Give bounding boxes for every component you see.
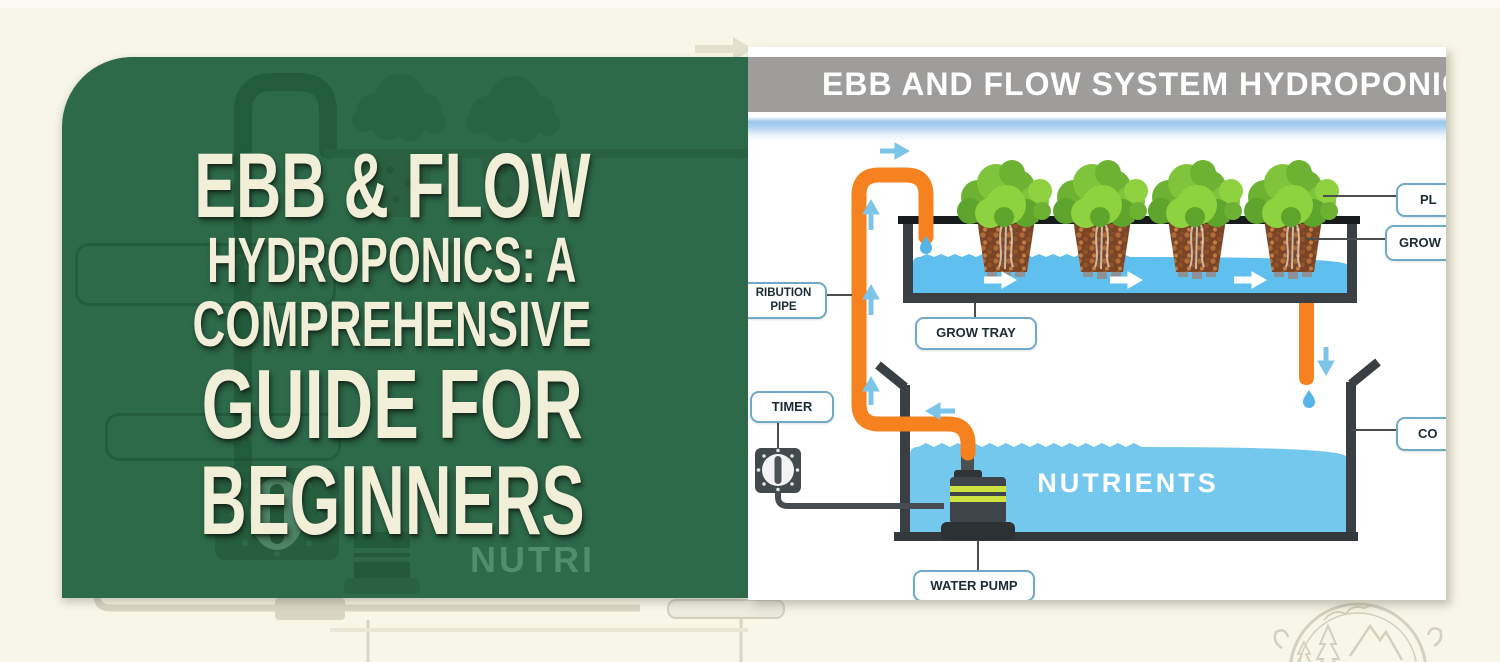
timer-cable [775, 493, 944, 509]
ghost-pipe [234, 73, 337, 556]
ghost-water-pump [344, 532, 420, 594]
hero-title: EBB & FLOW HYDROPONICS: A COMPREHENSIVE … [62, 135, 722, 555]
ghost-timer-dial [215, 468, 339, 560]
reservoir-water [910, 443, 1346, 532]
panel-ghost-artwork [215, 73, 748, 594]
ghost-timer-text: TIMER [190, 425, 256, 449]
water-pump-label-text: WATER PUMP [930, 577, 1018, 593]
plant [957, 160, 1052, 228]
tray-flow-arrows [984, 271, 1268, 289]
ghost-arrow-icon [695, 37, 753, 61]
plant [1244, 160, 1339, 228]
nutrients-label-text: NUTRIENTS [1037, 468, 1219, 498]
nutrients-text: NUTRIENTS [910, 468, 1346, 499]
ghost-distribution-text: DISTRIBUTION [130, 250, 281, 274]
pipe-label-text: PIPE [770, 300, 797, 313]
plant [1148, 160, 1243, 228]
title-line-5: BEGINNERS [199, 445, 585, 555]
grow-media-label-text: GROW [1399, 234, 1441, 250]
diagram-title: EBB AND FLOW SYSTEM HYDROPONIC [822, 66, 1446, 102]
ghost-plant [466, 76, 560, 143]
watermark-logo-icon [1273, 602, 1443, 662]
title-line-2: HYDROPONICS: A [207, 224, 577, 296]
grow-tray-label-text: GROW TRAY [936, 325, 1016, 341]
plant-label: PL [1396, 183, 1446, 217]
timer-label: TIMER [750, 391, 834, 423]
ghost-nutrients-partial: NUTRI [470, 539, 595, 580]
ghost-flow-arrow-icon [517, 239, 570, 261]
title-line-1: EBB & FLOW [193, 135, 591, 237]
distribution-pipe-label: RIBUTION PIPE [748, 282, 827, 319]
water-pump [941, 451, 1015, 540]
title-line-3: COMPREHENSIVE [192, 288, 592, 360]
title-line-4: GUIDE FOR [201, 349, 583, 459]
timer-label-text: TIMER [771, 398, 813, 414]
top-white-strip [0, 0, 1500, 8]
ghost-distribution-pipe-label: DISTRIBUTION PIPE [75, 243, 336, 306]
plant-label-text: PL [1420, 191, 1437, 207]
hydroponics-diagram: EBB AND FLOW SYSTEM HYDROPONIC [748, 47, 1446, 600]
ghost-nutrients-text: NUTRI [470, 539, 595, 581]
plant [1053, 160, 1148, 228]
ghost-pipe-text: PIPE [181, 274, 230, 298]
flow-direction-arrows [862, 142, 1335, 420]
grow-tray-label: GROW TRAY [915, 317, 1037, 350]
diagram-title-bar: EBB AND FLOW SYSTEM HYDROPONIC [748, 57, 1446, 112]
grow-media-label: GROW [1385, 225, 1446, 261]
ghost-timer-label: TIMER [105, 413, 341, 461]
container-label: CO [1396, 417, 1446, 451]
water-pump-label: WATER PUMP [913, 570, 1035, 600]
ghost-tray-line [324, 149, 748, 158]
hero-green-panel: DISTRIBUTION PIPE TIMER NUTRI EBB & FLOW… [62, 57, 748, 598]
container-label-text: CO [1418, 425, 1438, 441]
ghost-cables [93, 556, 785, 662]
drain-pipe [1299, 303, 1314, 385]
diagram-artwork [755, 142, 1398, 570]
nutrient-reservoir [875, 358, 1381, 541]
ghost-plant [352, 74, 446, 141]
timer-device [755, 448, 944, 509]
distribution-pipe [851, 167, 1314, 461]
water-drop-icon [1303, 390, 1315, 408]
label-connectors [777, 195, 1398, 570]
diagram-blue-strip [748, 112, 1446, 142]
distribution-label-text: RIBUTION [755, 287, 812, 300]
